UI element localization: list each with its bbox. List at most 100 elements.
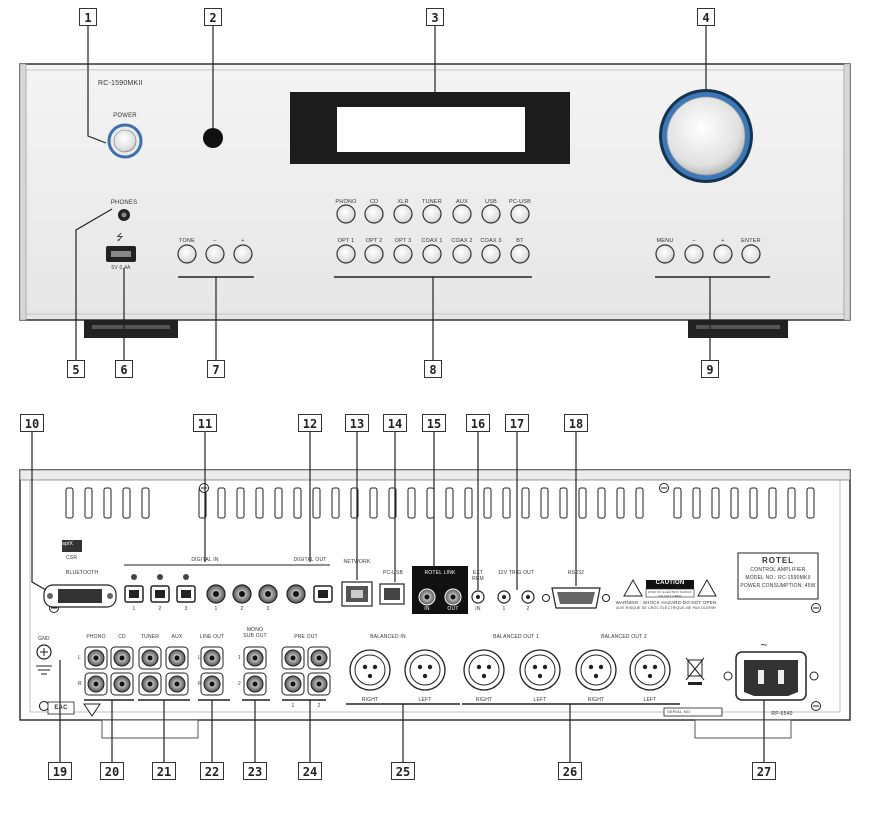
callout-13: 13	[345, 414, 369, 432]
caution-line-2: DO NOT OPEN	[658, 594, 682, 598]
cd-label: CD	[118, 634, 126, 640]
menu-button-label-3: ENTER	[741, 238, 761, 244]
vent-slot	[559, 487, 568, 519]
plate-line-1: CONTROL AMPLIFIER	[750, 567, 806, 573]
vent-slot	[331, 487, 340, 519]
gnd-label: GND	[38, 636, 50, 642]
xlr-side-label-4: RIGHT	[587, 697, 605, 703]
vent-slot	[122, 487, 131, 519]
vent-slot	[445, 487, 454, 519]
input-rca-l-0	[84, 646, 108, 670]
callout-24: 24	[298, 762, 322, 780]
ext-in-label: IN	[475, 606, 481, 612]
menu-button-2	[713, 244, 733, 264]
vent-slot	[635, 487, 644, 519]
line-out-r	[200, 672, 224, 696]
balanced-out-2-label: BALANCED OUT 2	[601, 634, 647, 640]
vent-slot	[407, 487, 416, 519]
vent-slot	[768, 487, 777, 519]
trig-2-label: 2	[526, 606, 530, 612]
menu-button-label-1: –	[692, 238, 696, 244]
pre-out-l-2	[307, 646, 331, 670]
vent-slot	[236, 487, 245, 519]
callout-8: 8	[424, 360, 442, 378]
aptx-logo: aptX	[62, 541, 74, 547]
model-code: RP-6540	[771, 711, 793, 717]
vent-slot	[255, 487, 264, 519]
menu-button-label-2: +	[721, 238, 725, 244]
vent-slot	[806, 487, 815, 519]
source-button-opt-3	[393, 244, 413, 264]
tuner-label: TUNER	[140, 634, 160, 640]
source-label-coax-3: COAX 3	[480, 238, 502, 244]
trig-1-label: 1	[502, 606, 506, 612]
source-label-coax-1: COAX 1	[421, 238, 443, 244]
rear-connectors	[36, 540, 819, 717]
usb-spec-label: 5V 0.4A	[111, 265, 131, 271]
ext-rem-label: EXT REM	[472, 570, 484, 582]
tone-button-label-2: +	[241, 238, 245, 244]
phono-label: PHONO	[86, 634, 106, 640]
vent-slot	[692, 487, 701, 519]
network-label: NETWORK	[343, 559, 371, 565]
source-label-bt: BT	[516, 238, 524, 244]
caution-line-1: RISK OF ELECTRIC SHOCK	[648, 590, 692, 594]
input-rca-r-1	[110, 672, 134, 696]
xlr-side-label-1: LEFT	[418, 697, 432, 703]
input-rca-r-2	[138, 672, 162, 696]
vent-slot	[616, 487, 625, 519]
pre-out-r-2	[307, 672, 331, 696]
line-out-l	[200, 646, 224, 670]
source-button-aux	[452, 204, 472, 224]
xlr-side-label-5: LEFT	[643, 697, 657, 703]
serial-label: SERIAL NO.	[667, 709, 692, 714]
vent-slot	[388, 487, 397, 519]
source-button-coax-2	[452, 244, 472, 264]
digital-in-num-0: 1	[132, 606, 136, 612]
xlr-bal-in-right	[349, 649, 391, 691]
line-out-l-mark: L	[198, 655, 201, 661]
vent-slot	[540, 487, 549, 519]
plate-line-3: POWER CONSUMPTION: 45W	[740, 583, 816, 589]
digital-in-num-4: 2	[240, 606, 244, 612]
source-label-opt-2: OPT 2	[365, 238, 383, 244]
rear-rca-jacks	[84, 646, 331, 696]
xlr-bal-out2-right	[575, 649, 617, 691]
pre-2-mark: 2	[317, 703, 321, 709]
warning-line-1: WARNING : SHOCK HAZARD-DO NOT OPEN	[615, 600, 717, 605]
callout-18: 18	[564, 414, 588, 432]
input-rca-l-2	[138, 646, 162, 670]
pre-1-mark: 1	[291, 703, 295, 709]
phono-l-mark: L	[78, 655, 81, 661]
vent-slot	[578, 487, 587, 519]
menu-button-0	[655, 244, 675, 264]
callout-26: 26	[558, 762, 582, 780]
callout-23: 23	[243, 762, 267, 780]
source-button-cd	[364, 204, 384, 224]
sub-out-2	[243, 672, 267, 696]
bluetooth-label: BLUETOOTH	[66, 570, 99, 576]
xlr-bal-out2-left	[629, 649, 671, 691]
callout-4: 4	[697, 8, 715, 26]
source-button-coax-3	[481, 244, 501, 264]
vent-slot	[464, 487, 473, 519]
callout-3: 3	[426, 8, 444, 26]
source-button-opt-2	[364, 244, 384, 264]
vent-slot	[426, 487, 435, 519]
source-label-coax-2: COAX 2	[451, 238, 473, 244]
callout-16: 16	[466, 414, 490, 432]
vent-slot	[103, 487, 112, 519]
source-button-phono	[336, 204, 356, 224]
vent-slot	[65, 487, 74, 519]
trig-out-label: 12V TRIG OUT	[497, 570, 535, 576]
digital-in-num-3: 1	[214, 606, 218, 612]
vent-slot	[369, 487, 378, 519]
source-label-cd: CD	[369, 199, 379, 205]
menu-button-1	[684, 244, 704, 264]
ir-sensor	[203, 128, 223, 148]
digital-in-num-5: 3	[266, 606, 270, 612]
pre-out-label: PRE OUT	[294, 634, 318, 640]
link-in-label: IN	[424, 606, 430, 612]
usb-icon: ⭍	[116, 232, 124, 242]
